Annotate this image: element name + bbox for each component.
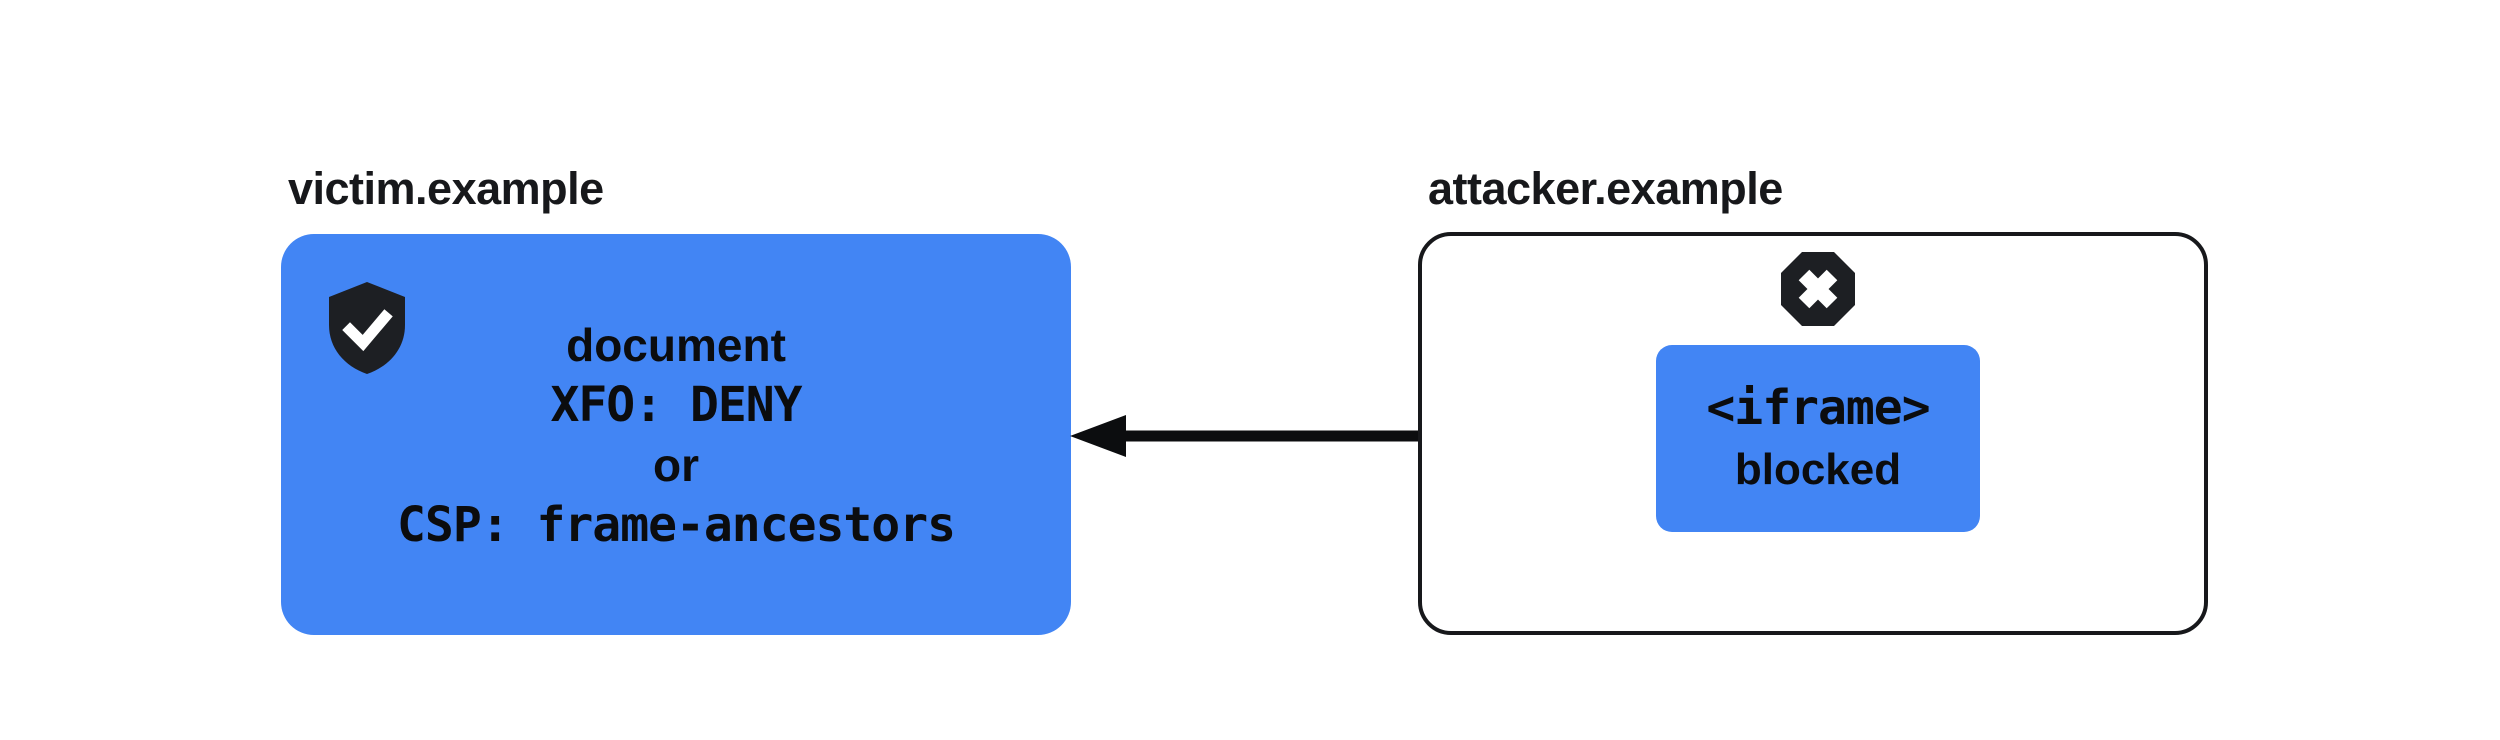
victim-line-or: or (653, 438, 699, 491)
shield-check-icon (329, 282, 405, 374)
victim-document-box: document XFO: DENY or CSP: frame-ancesto… (281, 234, 1071, 635)
iframe-line-tag: <iframe> (1706, 379, 1930, 436)
cross-octagon-icon (1781, 252, 1855, 326)
iframe-box-text: <iframe> blocked (1656, 345, 1980, 532)
victim-line-xfo-deny: XFO: DENY (550, 376, 802, 433)
victim-line-document: document (566, 318, 786, 371)
victim-domain-label: victim.example (288, 163, 604, 214)
attacker-domain-label: attacker.example (1428, 163, 1783, 214)
attacker-page-box: <iframe> blocked (1418, 232, 2208, 635)
victim-box-text: document XFO: DENY or CSP: frame-ancesto… (281, 234, 1071, 635)
blocked-iframe-box: <iframe> blocked (1656, 345, 1980, 532)
victim-line-csp-frame-ancestors: CSP: frame-ancestors (397, 496, 956, 553)
iframe-line-blocked: blocked (1734, 444, 1902, 494)
